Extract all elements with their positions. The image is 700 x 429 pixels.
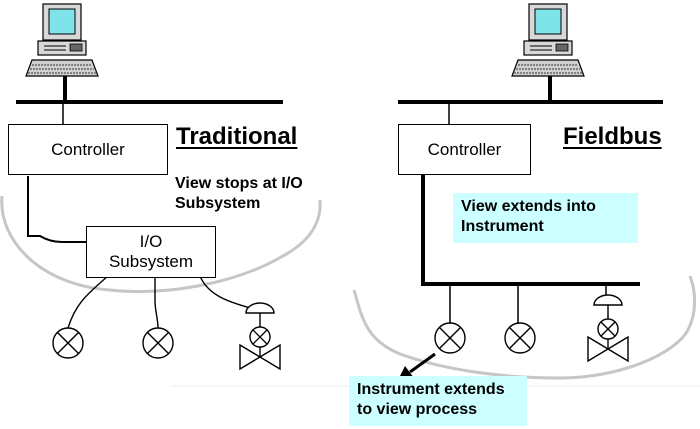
io-subsystem-label-line2: Subsystem [108, 252, 194, 271]
instrument-icon [52, 327, 84, 359]
fieldbus-view-note: View extends into Instrument [453, 193, 638, 243]
valve-icon [239, 302, 281, 370]
instrument-icon [504, 322, 536, 354]
io-subsystem-label-line1: I/O [139, 232, 163, 251]
traditional-controller-box: Controller [8, 124, 168, 175]
traditional-controller-label: Controller [51, 139, 125, 159]
computer-icon [511, 3, 585, 77]
instrument-icon [142, 327, 174, 359]
fieldbus-controller-label: Controller [427, 139, 502, 159]
traditional-view-note-line1: View stops at I/O [175, 175, 303, 192]
traditional-view-boundary [0, 195, 322, 293]
fieldbus-view-boundary [352, 275, 697, 380]
io-subsystem-box: I/O Subsystem [86, 226, 216, 278]
io-wire-3 [199, 275, 257, 311]
controller-io-link [27, 176, 87, 243]
io-wire-2 [154, 276, 159, 329]
fieldbus-view-note-line2: Instrument [461, 218, 544, 235]
traditional-view-note-line2: Subsystem [175, 195, 261, 212]
fieldbus-controller-box: Controller [398, 124, 531, 175]
traditional-view-note: View stops at I/O Subsystem [175, 174, 303, 214]
process-arrow [409, 352, 436, 374]
traditional-heading: Traditional [176, 123, 298, 150]
valve-icon [587, 294, 629, 362]
io-wire-1 [67, 275, 109, 329]
process-note-line1: Instrument extends [357, 381, 505, 398]
computer-icon [25, 3, 99, 77]
process-note-line2: to view process [357, 401, 478, 418]
instrument-icon [434, 322, 466, 354]
fieldbus-view-note-line1: View extends into [461, 198, 596, 215]
fieldbus-heading: Fieldbus [563, 123, 662, 150]
process-note: Instrument extends to view process [349, 376, 527, 426]
